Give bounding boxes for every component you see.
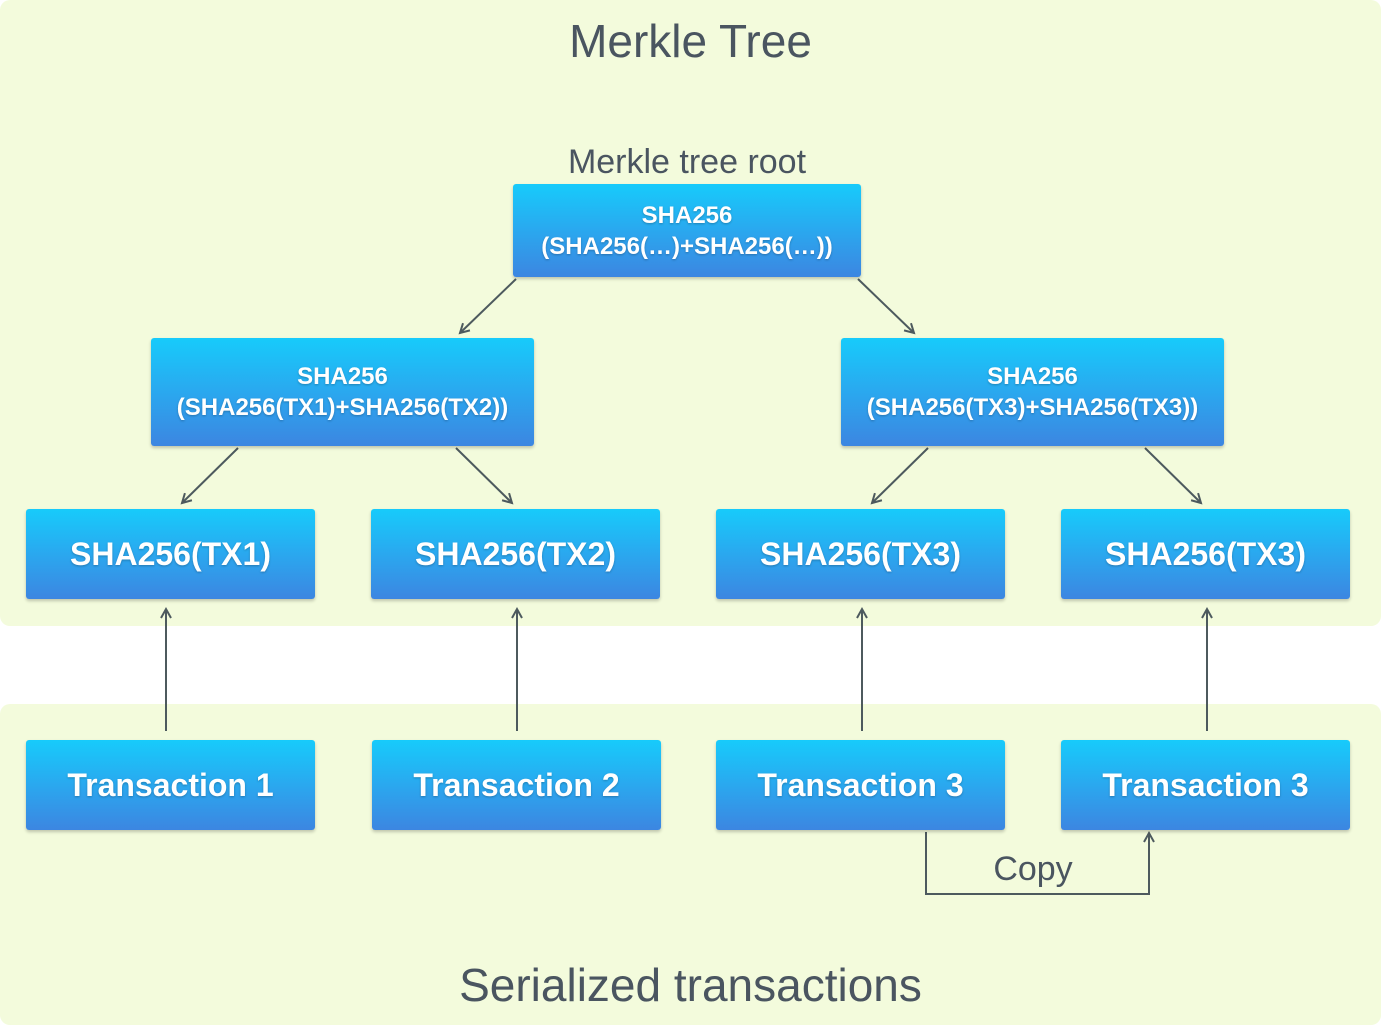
transaction-1-label: Transaction 1	[67, 767, 274, 803]
diagram-title: Merkle Tree	[569, 15, 812, 67]
copy-connector	[925, 830, 1155, 895]
transaction-2-label: Transaction 2	[413, 767, 620, 803]
left-branch-hash-line2: (SHA256(TX1)+SHA256(TX2))	[176, 394, 509, 421]
tx2-hash-label: SHA256(TX2)	[415, 536, 616, 572]
transaction-3-label: Transaction 3	[757, 767, 964, 803]
tx3-hash-box: SHA256(TX3)	[716, 509, 1005, 599]
tx3-copy-hash-box: SHA256(TX3)	[1061, 509, 1350, 599]
transaction-3-box: Transaction 3	[716, 740, 1005, 830]
tx3-copy-hash-label: SHA256(TX3)	[1105, 536, 1306, 572]
serialized-transactions-title: Serialized transactions	[459, 959, 922, 1011]
tx2-hash-box: SHA256(TX2)	[371, 509, 660, 599]
right-to-tx3-copy-hash-arrow	[1144, 447, 1203, 505]
root-hash-line1: SHA256	[641, 201, 733, 229]
left-to-tx2-hash-arrow	[455, 447, 514, 505]
left-branch-hash-line1: SHA256	[297, 363, 388, 390]
transaction-3-copy-label: Transaction 3	[1102, 767, 1309, 803]
root-hash-box: SHA256 (SHA256(…)+SHA256(…))	[513, 184, 861, 277]
left-branch-hash-box: SHA256 (SHA256(TX1)+SHA256(TX2))	[151, 338, 534, 446]
tx1-hash-label: SHA256(TX1)	[70, 536, 271, 572]
copy-label: Copy	[993, 850, 1073, 888]
root-to-right-arrow	[857, 278, 916, 335]
tx1-hash-box: SHA256(TX1)	[26, 509, 315, 599]
right-branch-hash-box: SHA256 (SHA256(TX3)+SHA256(TX3))	[841, 338, 1224, 446]
right-to-tx3-hash-arrow	[870, 447, 929, 505]
root-label: Merkle tree root	[567, 143, 807, 181]
transaction-2-box: Transaction 2	[372, 740, 661, 830]
right-branch-hash-line2: (SHA256(TX3)+SHA256(TX3))	[866, 394, 1199, 421]
tx3-hash-label: SHA256(TX3)	[760, 536, 961, 572]
left-to-tx1-hash-arrow	[180, 447, 239, 505]
right-branch-hash-line1: SHA256	[987, 363, 1078, 390]
root-to-left-arrow	[458, 278, 517, 335]
root-hash-line2: (SHA256(…)+SHA256(…))	[541, 232, 833, 260]
transaction-3-copy-box: Transaction 3	[1061, 740, 1350, 830]
transaction-1-box: Transaction 1	[26, 740, 315, 830]
